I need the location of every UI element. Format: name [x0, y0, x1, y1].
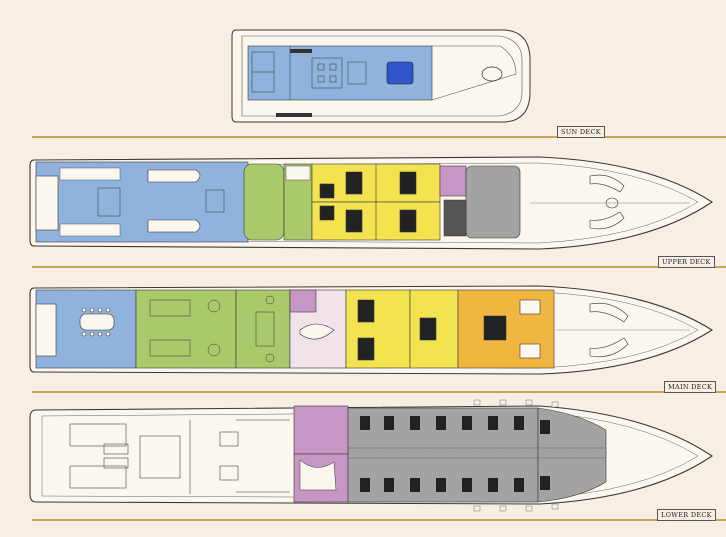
sun-deck-label: SUN DECK [557, 126, 605, 138]
main-deck-vip-suites [345, 289, 459, 369]
main-deck-master-suite [457, 289, 555, 369]
main-deck-aft-dining [79, 307, 115, 337]
lower-deck-crew-cabins [360, 416, 550, 492]
sun-deck [231, 29, 531, 123]
lower-deck-label: LOWER DECK [657, 509, 716, 521]
main-deck-divider [32, 391, 726, 393]
upper-deck [29, 156, 713, 250]
sun-deck-tender [481, 66, 503, 82]
sun-deck-jacuzzi [386, 61, 414, 85]
main-deck [29, 285, 714, 375]
main-deck-dining [235, 289, 291, 369]
upper-deck-pantry [439, 165, 467, 197]
main-deck-label: MAIN DECK [664, 381, 717, 393]
upper-deck-sky-lounge [243, 163, 285, 241]
upper-deck-bridge [465, 165, 521, 239]
lower-deck-divider [32, 519, 726, 521]
lower-deck-engine-room [69, 419, 290, 494]
sun-deck-divider [32, 136, 726, 138]
lower-deck [29, 399, 713, 512]
upper-deck-tender-port [147, 169, 201, 233]
upper-deck-label: UPPER DECK [658, 256, 715, 268]
upper-deck-guest-suites [311, 163, 441, 241]
main-deck-salon [135, 289, 237, 369]
upper-deck-divider [32, 266, 726, 268]
main-deck-bow-tenders [589, 302, 629, 358]
lower-deck-laundry [293, 405, 349, 455]
